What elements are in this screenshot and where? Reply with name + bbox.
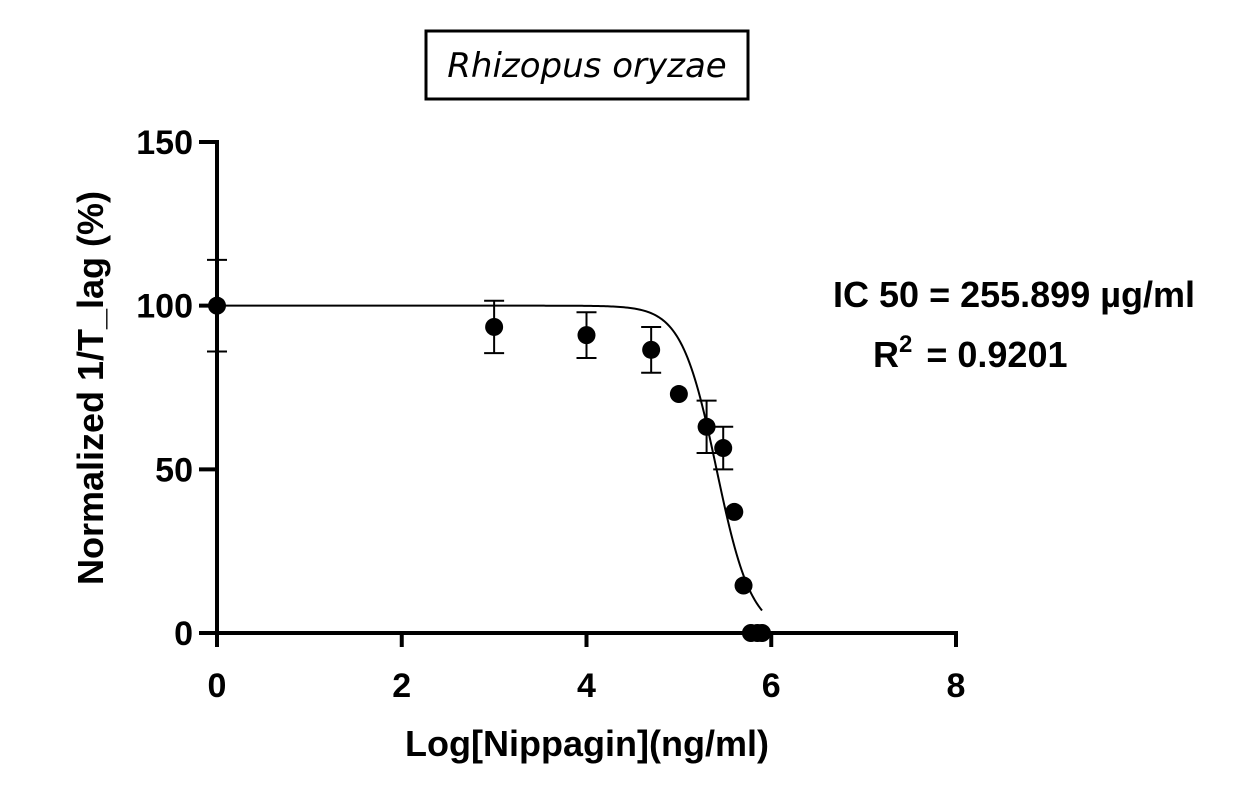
r2-annotation: R2 = 0.9201	[873, 331, 1068, 375]
y-axis-title: Normalized 1/T_lag (%)	[70, 191, 111, 585]
data-point	[714, 439, 733, 458]
y-ticks	[199, 140, 217, 635]
y-tick-label: 100	[136, 288, 193, 326]
data-point	[725, 502, 744, 521]
r2-superscript: 2	[899, 331, 912, 358]
y-tick-labels: 0 50 100 150	[136, 124, 193, 653]
r2-label: R	[873, 334, 899, 375]
data-point	[753, 624, 772, 642]
data-point	[208, 296, 226, 315]
x-tick-label: 6	[762, 667, 781, 705]
x-tick-labels: 0 2 4 6 8	[208, 667, 966, 705]
data-point	[577, 326, 596, 345]
chart-title: Rhizopus oryzae	[447, 46, 726, 86]
x-tick-label: 4	[577, 667, 596, 705]
x-tick-label: 8	[947, 667, 966, 705]
fit-curve	[217, 304, 763, 612]
x-axis-title: Log[Nippagin](ng/ml)	[405, 723, 769, 764]
data-point	[642, 340, 661, 359]
r2-value: = 0.9201	[926, 334, 1067, 375]
x-ticks	[215, 633, 958, 647]
y-tick-label: 150	[136, 124, 193, 162]
title-box	[424, 29, 750, 101]
data-point	[734, 576, 753, 595]
x-tick-label: 0	[208, 667, 227, 705]
axes	[215, 140, 958, 635]
x-tick-label: 2	[392, 667, 411, 705]
y-tick-label: 0	[174, 615, 193, 653]
data-point	[669, 385, 688, 404]
data-point	[697, 417, 716, 436]
error-bars	[207, 258, 734, 471]
ic50-annotation: IC 50 = 255.899 µg/ml	[833, 274, 1195, 315]
data-point	[485, 317, 504, 336]
data-points	[208, 296, 772, 642]
y-tick-label: 50	[155, 451, 193, 489]
